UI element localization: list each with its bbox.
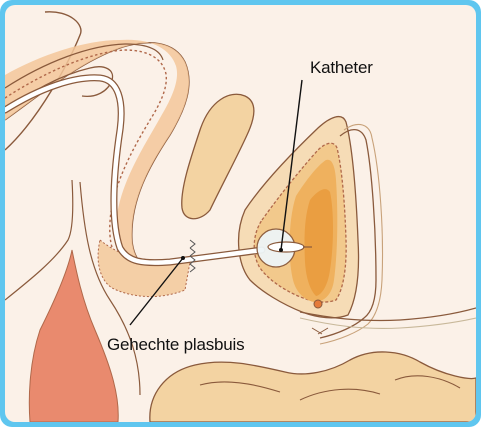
- catheter-tip: [268, 242, 304, 252]
- label-katheter: Katheter: [310, 58, 373, 78]
- perineum-tissue: [98, 240, 190, 297]
- suture-lines: [312, 328, 328, 334]
- bowel: [150, 352, 476, 422]
- catheter-outlet-tube-2: [300, 318, 476, 328]
- katheter-leader-dot: [279, 248, 283, 252]
- anatomy-illustration: [5, 5, 476, 422]
- label-gehechte-plasbuis: Gehechte plasbuis: [107, 335, 244, 355]
- pubic-bone: [182, 94, 254, 218]
- diagram-panel: Katheter Gehechte plasbuis: [5, 5, 476, 422]
- plasbuis-leader-dot: [181, 256, 185, 260]
- bladder-marker: [314, 300, 322, 308]
